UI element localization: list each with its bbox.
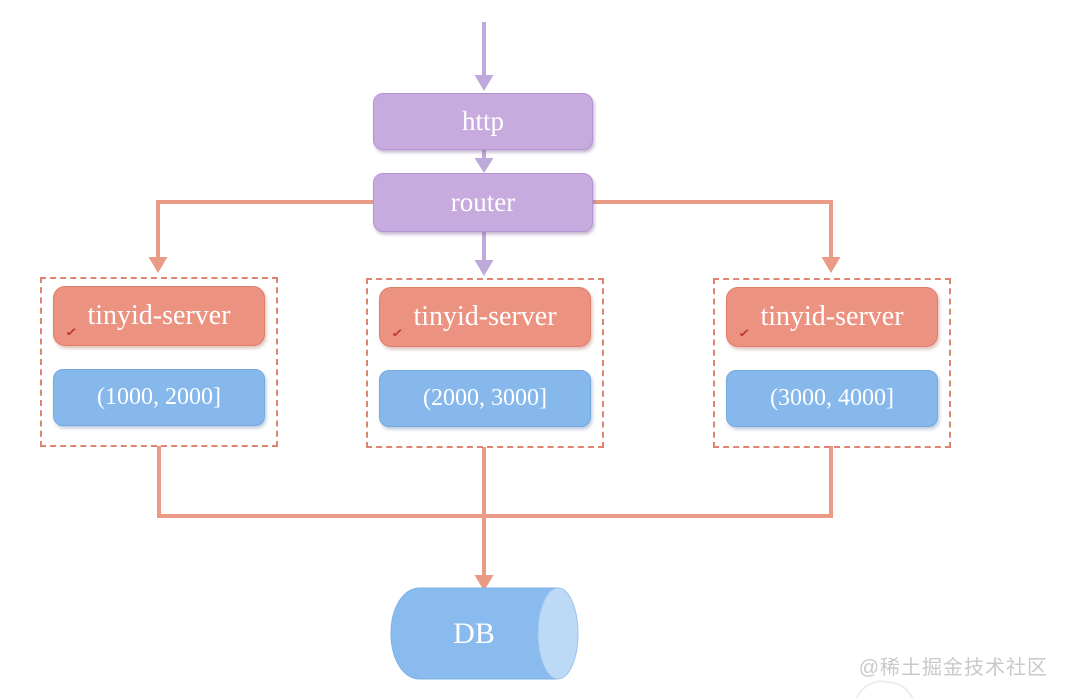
arrow-router-to-right-server [592, 200, 841, 273]
server-group-2: ✓ tinyid-server (2000, 3000] [366, 278, 604, 448]
server-label: tinyid-server [413, 301, 557, 332]
spellcheck-mark-icon: ✓ [391, 328, 404, 341]
range-node-3: (3000, 4000] [726, 370, 938, 427]
server-node-1: ✓ tinyid-server [53, 286, 265, 346]
range-node-1: (1000, 2000] [53, 369, 265, 426]
node-router-label: router [450, 187, 516, 217]
db-cylinder: DB [390, 587, 580, 680]
server-group-3: ✓ tinyid-server (3000, 4000] [713, 278, 951, 448]
line-servers-join-bus [157, 446, 833, 518]
node-router: router [373, 173, 593, 232]
db-end-cap [537, 587, 579, 680]
db-label: DB [453, 616, 495, 650]
db-cylinder-shape [390, 587, 579, 680]
node-http: http [373, 93, 593, 150]
watermark: @稀土掘金技术社区 [858, 657, 1048, 679]
arrow-router-to-left-server [148, 200, 374, 273]
arrow-middle-server-to-db [474, 447, 494, 591]
spellcheck-mark-icon: ✓ [738, 328, 751, 341]
arrow-top-to-http [474, 22, 494, 91]
range-node-2: (2000, 3000] [379, 370, 591, 427]
server-group-1: ✓ tinyid-server (1000, 2000] [40, 277, 278, 447]
range-label: (2000, 3000] [423, 385, 547, 411]
range-label: (1000, 2000] [97, 384, 221, 410]
server-label: tinyid-server [760, 301, 904, 332]
server-node-3: ✓ tinyid-server [726, 287, 938, 347]
arrow-router-to-middle-server [474, 232, 494, 276]
server-label: tinyid-server [87, 300, 231, 331]
db-body [390, 587, 559, 680]
spellcheck-mark-icon: ✓ [65, 327, 78, 340]
range-label: (3000, 4000] [770, 385, 894, 411]
server-node-2: ✓ tinyid-server [379, 287, 591, 347]
node-http-label: http [461, 106, 504, 136]
arrow-http-to-router [474, 150, 494, 173]
